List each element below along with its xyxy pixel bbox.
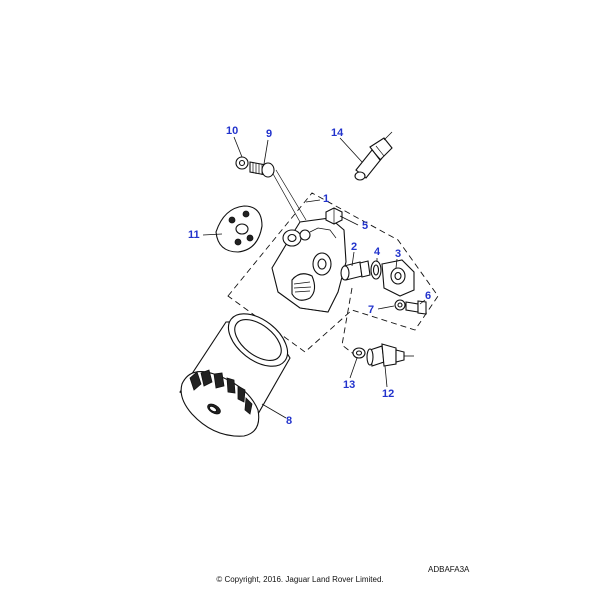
callout-9: 9 [266,128,272,140]
guide-line-9 [271,169,307,223]
diagram-reference-code: ADBAFA3A [428,565,470,574]
part-9-bolt [249,161,275,178]
part-8-oil-filter [179,313,291,437]
part-13-washer [352,347,366,359]
part-5-plug [325,207,343,225]
callout-13: 13 [343,379,355,391]
callout-11: 11 [188,229,200,241]
part-6-bolt [405,300,427,315]
part-1-filter-housing [271,217,347,313]
callout-2: 2 [351,241,357,253]
part-10-washer [235,156,249,170]
filter-grip-ribs [189,369,253,415]
copyright-notice: © Copyright, 2016. Jaguar Land Rover Lim… [216,575,384,584]
part-2-valve [340,260,371,281]
part-11-gasket [215,205,263,253]
callout-1: 1 [323,193,329,205]
callout-3: 3 [395,248,401,260]
callout-14: 14 [331,127,344,139]
part-12-sender [366,343,414,367]
callout-labels: 10 9 14 1 5 11 2 4 3 6 7 13 12 8 [188,125,431,427]
leader-lines [202,136,426,419]
callout-5: 5 [362,220,368,232]
callout-10: 10 [226,125,238,137]
callout-6: 6 [425,290,431,302]
callout-7: 7 [368,304,374,316]
part-7-washer [394,299,406,311]
callout-12: 12 [382,388,394,400]
part-3-thermostat-housing [381,259,415,297]
guide-line-13-12 [341,287,356,356]
callout-8: 8 [286,415,292,427]
callout-4: 4 [374,246,381,258]
part-4-seal [370,260,382,280]
part-14-pressure-switch [354,131,393,181]
